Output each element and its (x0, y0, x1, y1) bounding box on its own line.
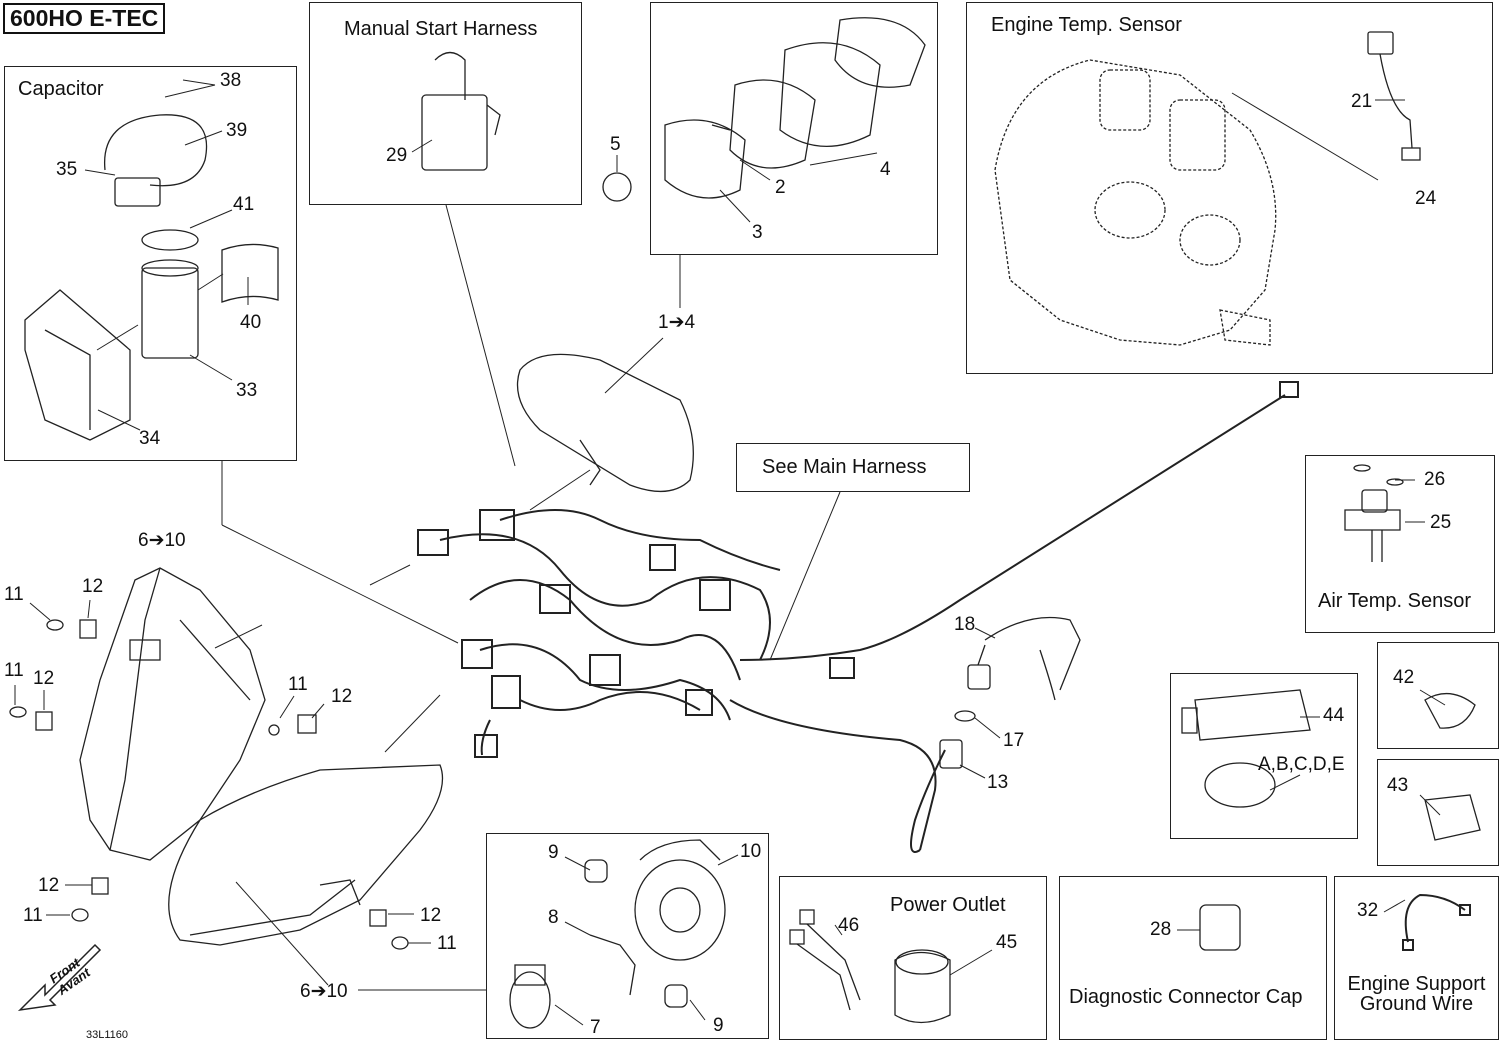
callout-12-c: 12 (331, 686, 353, 707)
callout-5: 5 (610, 134, 621, 155)
instrument-cluster (516, 353, 694, 493)
engine-temp-sensor-title: Engine Temp. Sensor (991, 14, 1182, 36)
callout-39: 39 (226, 120, 248, 141)
callout-12-a: 12 (82, 576, 104, 597)
callout-35: 35 (56, 159, 78, 180)
callout-8: 8 (548, 907, 559, 928)
callout-a-to-e: A,B,C,D,E (1258, 754, 1345, 775)
callout-11-d: 11 (23, 905, 43, 926)
callout-29: 29 (386, 145, 408, 166)
engine-artwork (994, 59, 1277, 346)
headlight-housing (79, 567, 266, 861)
manual-start-harness-title: Manual Start Harness (344, 18, 538, 40)
power-outlet-title: Power Outlet (890, 894, 1006, 916)
diagnostic-cap-part (1199, 904, 1241, 951)
callout-26: 26 (1424, 469, 1446, 490)
callout-9-a: 9 (548, 842, 559, 863)
air-temp-sensor-box (1305, 455, 1495, 633)
power-outlet-box (779, 876, 1047, 1040)
drawing-code: 33L1160 (86, 1029, 129, 1041)
leader-lines (14, 79, 1446, 1026)
callout-10: 10 (740, 841, 762, 862)
fasteners (9, 619, 409, 950)
callout-9-b: 9 (713, 1015, 724, 1036)
callout-40: 40 (240, 312, 262, 333)
callout-13: 13 (987, 772, 1009, 793)
fastener-42-box (1377, 642, 1499, 749)
callout-44: 44 (1323, 705, 1345, 726)
callout-24: 24 (1415, 188, 1437, 209)
callout-33: 33 (236, 380, 258, 401)
capacitor-title: Capacitor (18, 78, 104, 100)
callout-34: 34 (139, 428, 161, 449)
headlight-lens (168, 764, 444, 946)
bulb-box (486, 833, 769, 1039)
clip-parts (1424, 693, 1481, 841)
capacitor-parts (24, 114, 279, 441)
grease-box (1170, 673, 1358, 839)
manual-start-harness-box (309, 2, 582, 205)
callout-11-b: 11 (4, 660, 24, 681)
power-outlet-part (789, 909, 951, 1024)
callout-42: 42 (1393, 667, 1415, 688)
front-arrow (17, 943, 102, 1012)
engine-temp-sensor-part (1367, 31, 1421, 161)
callout-11-c: 11 (288, 674, 308, 695)
callout-12-b: 12 (33, 668, 55, 689)
model-badge: 600HO E-TEC (3, 3, 166, 34)
capacitor-box (4, 66, 297, 461)
callout-41: 41 (233, 194, 255, 215)
air-temp-sensor-part (1344, 464, 1404, 562)
diagnostic-connector-cap-box (1059, 876, 1327, 1040)
callout-45: 45 (996, 932, 1018, 953)
engine-support-ground-wire-title-line2: Ground Wire (1359, 993, 1474, 1015)
callout-43: 43 (1387, 775, 1409, 796)
callout-6-to-10-top: 6➔10 (138, 530, 186, 551)
engine-support-ground-wire-title-line1: Engine Support (1347, 973, 1486, 995)
gauge-box (650, 2, 938, 255)
callout-32: 32 (1357, 900, 1379, 921)
air-temp-sensor-title: Air Temp. Sensor (1318, 590, 1472, 612)
callout-25: 25 (1430, 512, 1452, 533)
diagnostic-connector-cap-title: Diagnostic Connector Cap (1069, 986, 1303, 1008)
callout-46: 46 (838, 915, 860, 936)
callout-12-e: 12 (420, 905, 442, 926)
callout-17: 17 (1003, 730, 1025, 751)
callout-4: 4 (880, 159, 891, 180)
callout-1-to-4: 1➔4 (658, 312, 696, 333)
engine-temp-sensor-box (966, 2, 1493, 374)
callout-18: 18 (954, 614, 976, 635)
callout-3: 3 (752, 222, 763, 243)
callout-11-a: 11 (4, 584, 24, 605)
see-main-harness-box (736, 443, 970, 492)
see-main-harness-title: See Main Harness (762, 456, 927, 478)
callout-2: 2 (775, 177, 786, 198)
callout-7: 7 (590, 1017, 601, 1038)
callout-11-e: 11 (437, 933, 457, 954)
clip-43-box (1377, 759, 1499, 866)
callout-12-d: 12 (38, 875, 60, 896)
engine-support-ground-wire-box (1334, 876, 1499, 1040)
bulb-parts (509, 839, 726, 1029)
main-harness (417, 381, 1299, 853)
callout-6-to-10-bottom: 6➔10 (300, 981, 348, 1002)
callout-28: 28 (1150, 919, 1172, 940)
ground-wire-part (1402, 893, 1471, 951)
gauge-parts (602, 17, 926, 202)
grease-tube-part (1181, 689, 1311, 808)
callout-21: 21 (1351, 91, 1373, 112)
manual-start-connector (421, 51, 501, 171)
callout-38: 38 (220, 70, 242, 91)
tether-cord (939, 616, 1081, 769)
